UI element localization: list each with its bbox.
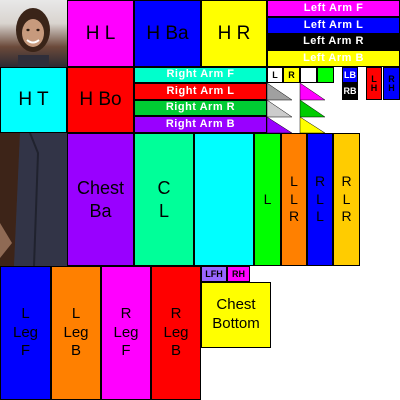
- right-arm-back-strip: Right Arm B: [134, 116, 267, 133]
- lb-label: LB: [344, 69, 356, 80]
- lfh-strip: LFH: [201, 266, 227, 282]
- left-arm-top-label: L: [272, 69, 278, 80]
- right-arm-top-square: R: [283, 67, 300, 83]
- lfh-label: LFH: [205, 268, 223, 279]
- left-arm-right-strip: Left Arm R: [267, 34, 400, 50]
- head-left-label: H L: [85, 22, 116, 44]
- right-arm-side-column: R L L: [307, 133, 333, 266]
- chest-left-tile: C L: [134, 133, 194, 266]
- left-arm-front-label: Left Arm F: [303, 1, 364, 14]
- head-back-tile: H Ba: [134, 0, 201, 67]
- left-arm-front-strip: Left Arm F: [267, 0, 400, 17]
- left-arm-front-column: L: [254, 133, 281, 266]
- face-photo: [0, 0, 67, 67]
- head-bottom-label: H Bo: [79, 89, 122, 111]
- rb-square: RB: [342, 83, 358, 100]
- head-bottom-tile: H Bo: [67, 67, 134, 133]
- rh-strip: RH: [227, 266, 250, 282]
- left-leg-front-tile: L Leg F: [0, 266, 51, 400]
- right-arm-top-label: R: [288, 69, 295, 80]
- right-arm-front-column: R L R: [333, 133, 360, 266]
- arm-square-white: [300, 67, 317, 83]
- lh-column: L H: [366, 67, 382, 100]
- left-leg-front-label: L Leg F: [12, 304, 39, 360]
- right-arm-back-label: Right Arm B: [165, 117, 236, 130]
- lh-label: L H: [370, 73, 378, 93]
- face-illustration: [16, 8, 50, 67]
- rh-column: R H: [383, 67, 400, 100]
- rb-label: RB: [343, 86, 357, 96]
- rh-strip-label: RH: [232, 268, 245, 279]
- triangle-pattern: [267, 83, 334, 133]
- chest-left-label: C L: [157, 178, 171, 221]
- chest-bottom-label: Chest Bottom: [212, 296, 260, 332]
- chest-back-tile: Chest Ba: [67, 133, 134, 266]
- right-arm-left-label: Right Arm L: [166, 84, 235, 97]
- chest-bottom-tile: Chest Bottom: [201, 282, 271, 348]
- left-arm-left-label: Left Arm L: [303, 18, 364, 31]
- head-left-tile: H L: [67, 0, 134, 67]
- right-arm-side-column-label: R L L: [314, 173, 326, 225]
- right-leg-back-label: R Leg B: [163, 304, 189, 360]
- rh-label: R H: [388, 73, 395, 93]
- head-top-label: H T: [18, 89, 49, 111]
- chest-back-label: Chest Ba: [76, 178, 125, 221]
- arm-square-green: [317, 67, 334, 83]
- left-arm-back-label: Left Arm B: [303, 51, 364, 64]
- left-arm-top-square: L: [267, 67, 283, 83]
- head-top-tile: H T: [0, 67, 67, 133]
- left-leg-back-tile: L Leg B: [51, 266, 101, 400]
- right-arm-front-strip: Right Arm F: [134, 67, 267, 83]
- chest-front-tile: [194, 133, 254, 266]
- left-arm-side-column-label: L L R: [288, 173, 300, 225]
- right-arm-front-label: Right Arm F: [166, 68, 235, 81]
- body-illustration: [0, 133, 67, 266]
- right-arm-left-strip: Right Arm L: [134, 83, 267, 100]
- left-arm-front-column-label: L: [263, 190, 272, 207]
- left-arm-side-column: L L R: [281, 133, 307, 266]
- right-leg-front-tile: R Leg F: [101, 266, 151, 400]
- right-arm-right-label: Right Arm R: [165, 101, 236, 114]
- head-right-label: H R: [217, 22, 251, 44]
- right-leg-front-label: R Leg F: [113, 304, 139, 360]
- head-right-tile: H R: [201, 0, 267, 67]
- head-back-label: H Ba: [146, 22, 189, 44]
- right-arm-right-strip: Right Arm R: [134, 100, 267, 116]
- body-photo: [0, 133, 67, 266]
- left-arm-back-strip: Left Arm B: [267, 50, 400, 67]
- triangle-icons: [267, 83, 326, 133]
- left-arm-left-strip: Left Arm L: [267, 17, 400, 34]
- right-leg-back-tile: R Leg B: [151, 266, 201, 400]
- right-arm-front-column-label: R L R: [341, 173, 352, 225]
- lb-square: LB: [342, 67, 358, 83]
- left-arm-right-label: Left Arm R: [303, 35, 364, 48]
- left-leg-back-label: L Leg B: [63, 304, 89, 360]
